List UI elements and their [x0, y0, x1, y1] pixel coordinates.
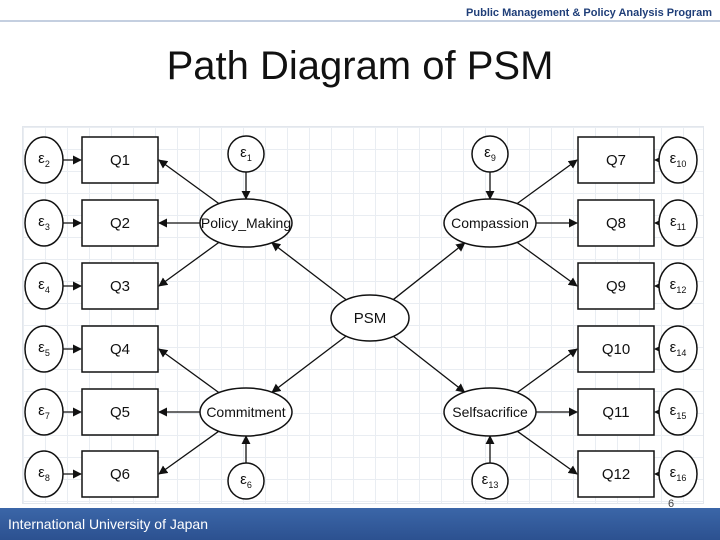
- disturbance-node-e9: [471, 135, 509, 173]
- latent-label-commitment: Commitment: [206, 404, 285, 420]
- item-label-q12: Q12: [602, 466, 630, 483]
- error-node-e12: [658, 262, 698, 310]
- path-selfsacrifice-q10: [516, 348, 578, 394]
- item-label-q11: Q11: [602, 404, 629, 421]
- item-box-q12: [577, 450, 655, 498]
- item-box-q3: [81, 262, 159, 310]
- error-node-e5: [24, 325, 64, 373]
- item-label-q2: Q2: [110, 215, 130, 232]
- error-label-e4: ε4: [38, 276, 50, 295]
- psm-node: [330, 294, 410, 342]
- error-node-e14: [658, 325, 698, 373]
- disturbance-label-e9: ε9: [484, 144, 496, 163]
- error-node-e7: [24, 388, 64, 436]
- error-label-e14: ε14: [670, 339, 687, 358]
- item-label-q9: Q9: [606, 278, 626, 295]
- path-psm-commitment: [271, 335, 347, 393]
- diagram-edges: [63, 155, 664, 479]
- latent-label-policy-making: Policy_Making: [201, 215, 291, 231]
- page-number: 6: [668, 498, 675, 510]
- error-node-e2: [24, 136, 64, 184]
- item-box-q6: [81, 450, 159, 498]
- latent-label-compassion: Compassion: [451, 215, 529, 231]
- latent-node-commitment: [199, 387, 293, 437]
- disturbance-label-e1: ε1: [240, 144, 252, 163]
- psm-label: PSM: [354, 310, 387, 327]
- disturbance-label-e13: ε13: [482, 471, 499, 490]
- item-label-q6: Q6: [110, 466, 130, 483]
- disturbance-label-e6: ε6: [240, 471, 252, 490]
- error-node-e11: [658, 199, 698, 247]
- error-label-e2: ε2: [38, 150, 50, 169]
- disturbance-node-e1: [227, 135, 265, 173]
- disturbance-node-e6: [227, 462, 265, 500]
- error-label-e3: ε3: [38, 213, 50, 232]
- error-node-e4: [24, 262, 64, 310]
- footer-bar: International University of Japan: [0, 508, 720, 540]
- slide-title: Path Diagram of PSM: [166, 44, 554, 88]
- error-label-e12: ε12: [670, 276, 687, 295]
- path-psm-selfsacrifice: [393, 335, 466, 393]
- program-name: Public Management & Policy Analysis Prog…: [466, 7, 712, 19]
- path-psm-compassion: [392, 242, 466, 301]
- error-node-e3: [24, 199, 64, 247]
- footer-institution: International University of Japan: [8, 516, 208, 532]
- error-label-e8: ε8: [38, 464, 50, 483]
- header-rule: [0, 20, 720, 22]
- error-label-e7: ε7: [38, 402, 50, 421]
- item-box-q1: [81, 136, 159, 184]
- error-node-e16: [658, 450, 698, 498]
- path-policy-making-q3: [158, 241, 220, 287]
- latent-label-selfsacrifice: Selfsacrifice: [452, 404, 528, 420]
- item-label-q3: Q3: [110, 278, 130, 295]
- latent-node-policy-making: [199, 198, 293, 248]
- error-label-e11: ε11: [670, 213, 686, 232]
- item-label-q5: Q5: [110, 404, 130, 421]
- error-node-e8: [24, 450, 64, 498]
- item-box-q9: [577, 262, 655, 310]
- item-label-q1: Q1: [110, 152, 130, 169]
- path-commitment-q6: [158, 430, 220, 475]
- item-box-q5: [81, 388, 159, 436]
- item-box-q2: [81, 199, 159, 247]
- error-label-e10: ε10: [670, 150, 687, 169]
- item-box-q7: [577, 136, 655, 184]
- item-box-q4: [81, 325, 159, 373]
- error-label-e5: ε5: [38, 339, 50, 358]
- path-commitment-q4: [158, 348, 220, 394]
- latent-node-compassion: [443, 198, 537, 248]
- error-label-e16: ε16: [670, 464, 687, 483]
- item-box-q10: [577, 325, 655, 373]
- error-node-e15: [658, 388, 698, 436]
- item-label-q7: Q7: [606, 152, 626, 169]
- path-selfsacrifice-q12: [516, 430, 578, 475]
- item-box-q8: [577, 199, 655, 247]
- path-compassion-q7: [516, 159, 578, 205]
- item-box-q11: [577, 388, 655, 436]
- path-compassion-q9: [516, 241, 578, 287]
- error-node-e10: [658, 136, 698, 184]
- error-label-e15: ε15: [670, 402, 687, 421]
- disturbance-node-e13: [471, 462, 509, 500]
- latent-node-selfsacrifice: [443, 387, 537, 437]
- item-label-q4: Q4: [110, 341, 130, 358]
- item-label-q10: Q10: [602, 341, 630, 358]
- item-label-q8: Q8: [606, 215, 626, 232]
- path-psm-policy-making: [271, 242, 347, 301]
- path-policy-making-q1: [158, 159, 220, 205]
